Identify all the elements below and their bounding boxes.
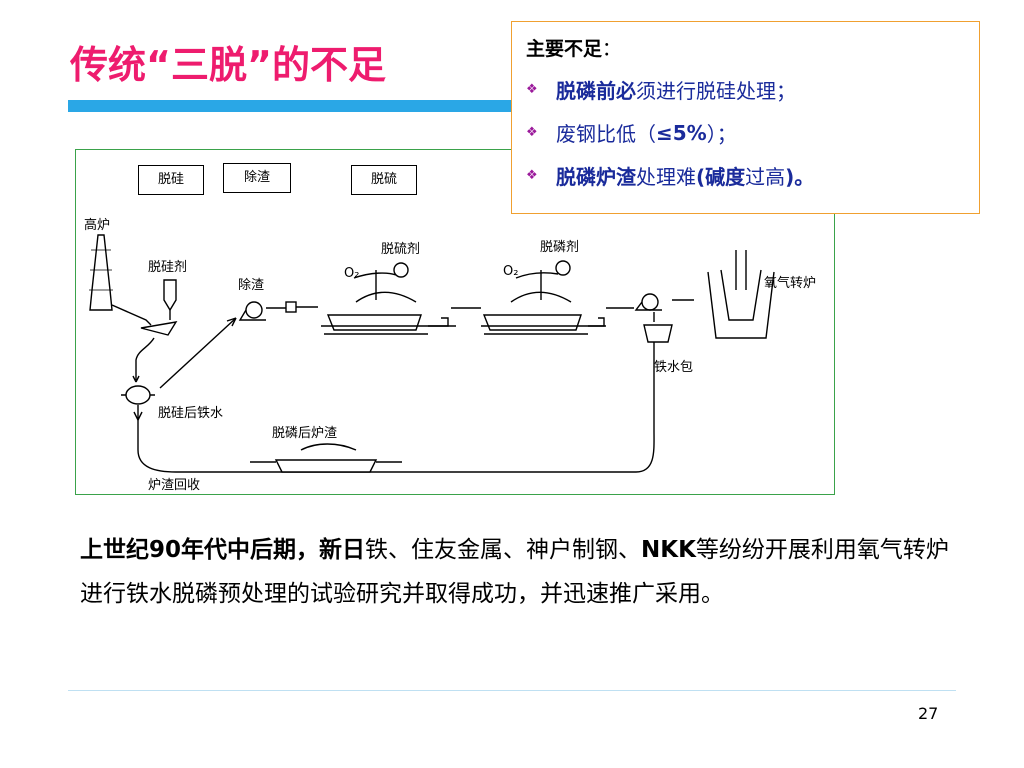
bullet-3-text: 处理难 [636,165,696,189]
label-oxygen-2: O₂ [503,264,519,279]
bullet-item: ❖ 废钢比低（≤5%）； [526,118,965,147]
stage-box-desulfurization: 脱硫 [351,165,417,195]
bullet-item: ❖ 脱磷前必须进行脱硅处理； [526,75,965,104]
title-underline [68,100,608,112]
para-seg-5: NKK [641,537,696,563]
bullet-3-end: )。 [785,165,815,189]
label-desiliconized-hot-metal: 脱硅后铁水 [158,406,224,421]
label-dephos-slag: 脱磷后炉渣 [272,426,338,441]
page-number: 27 [918,704,939,723]
panel-heading: 主要不足： [526,34,965,61]
label-dephosphorization-agent: 脱磷剂 [540,240,580,255]
body-paragraph: 上世纪90年代中后期，新日铁、住友金属、神户制钢、NKK等纷纷开展利用氧气转炉进… [80,528,960,616]
bullet-3-paren: (碱度 [696,165,746,189]
para-seg-1: 上世纪 [80,537,149,563]
label-hot-metal-ladle: 铁水包 [654,360,694,375]
label-desulfurization-agent: 脱硫剂 [381,242,421,257]
para-seg-3: 年代中后期，新日 [181,537,366,563]
para-seg-2: 90 [149,537,182,563]
diamond-bullet-icon: ❖ [526,168,538,183]
para-seg-6: 等纷纷开展利用氧气转炉进行铁水脱磷预处理的试验研究并取得成功，并迅速推广采用。 [80,537,949,607]
bullet-item: ❖ 脱磷炉渣处理难(碱度过高)。 [526,161,965,190]
bullet-2-text: ）； [706,122,737,146]
desilication-hopper [163,279,177,312]
bullet-1-emphasis: 脱磷前必 [556,79,636,103]
label-oxygen-1: O₂ [344,266,360,281]
footer-divider [68,690,956,691]
label-oxygen-converter: 氧气转炉 [764,276,817,291]
label-deslagging: 除渣 [238,278,265,293]
bullet-3-emphasis: 脱磷炉渣 [556,165,636,189]
deslag-device [245,301,263,319]
page-title: 传统“三脱”的不足 [70,43,386,87]
process-flow-svg [89,234,775,473]
shortcomings-panel: 主要不足： ❖ 脱磷前必须进行脱硅处理； ❖ 废钢比低（≤5%）； ❖ 脱磷炉渣… [511,21,980,214]
bullet-2-prefix: 废钢比低（ [556,122,656,146]
blast-furnace-shape [89,234,113,311]
label-desilication-agent: 脱硅剂 [148,260,188,275]
label-blast-furnace: 高炉 [84,218,111,233]
desulfurization-vessel [326,314,422,331]
bullet-3-text-2: 过高 [745,165,786,189]
dephos-slag-vessel [274,459,378,473]
stage-box-desilication: 脱硅 [138,165,204,195]
label-slag-recovery: 炉渣回收 [148,478,201,493]
dephosphorization-vessel [482,314,582,331]
diamond-bullet-icon: ❖ [526,82,538,97]
bullet-2-emphasis: ≤5% [656,120,707,145]
panel-heading-colon: ： [602,38,622,60]
panel-heading-text: 主要不足 [526,38,603,60]
diamond-bullet-icon: ❖ [526,125,538,140]
bullet-1-text: 须进行脱硅处理； [636,79,796,103]
para-seg-4: 铁、住友金属、神户制钢、 [365,537,642,563]
stage-box-deslagging: 除渣 [223,163,291,193]
hot-metal-ladle-shape [125,385,151,405]
